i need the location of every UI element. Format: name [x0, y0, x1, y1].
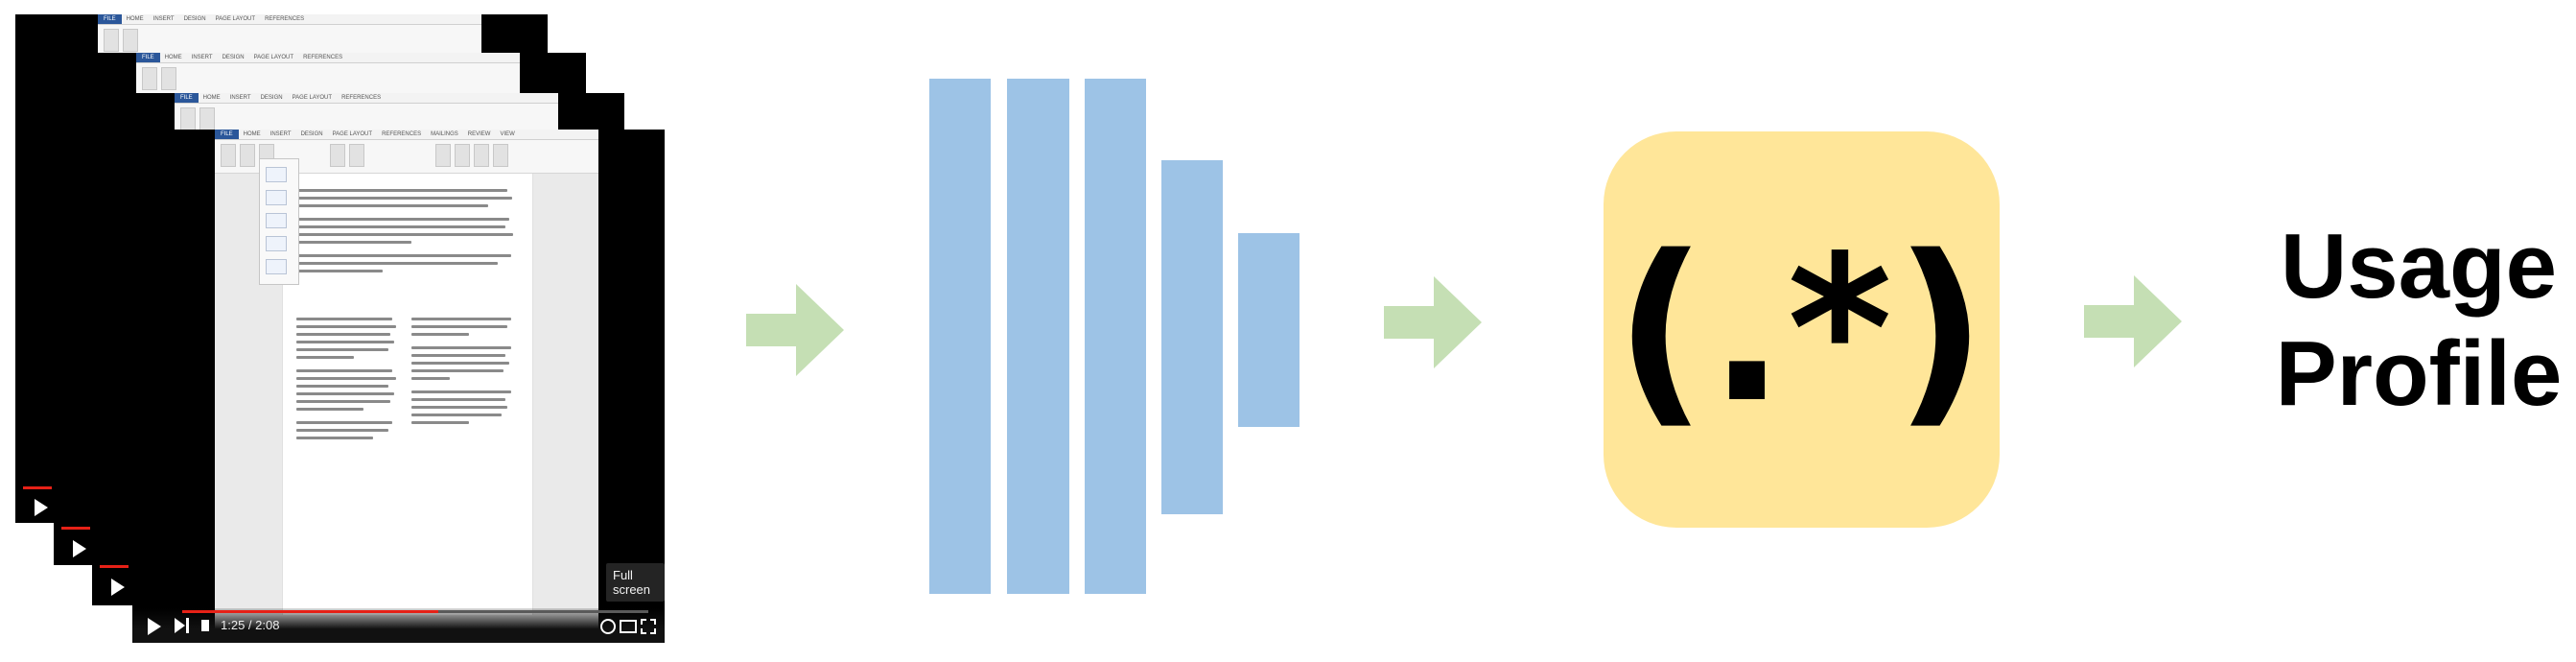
ribbon-body-2 — [136, 63, 520, 97]
arrow-icon — [746, 284, 844, 376]
network-layer — [1085, 79, 1146, 594]
ribbon-tab: REFERENCES — [303, 55, 343, 60]
fullscreen-icon[interactable] — [641, 619, 656, 634]
progress-bar-1 — [23, 486, 52, 489]
ribbon-tab: REFERENCES — [265, 16, 305, 22]
ribbon-tabs-4: FILE HOME INSERT DESIGN PAGE LAYOUT REFERENCE… — [215, 130, 598, 140]
ribbon-tab: HOME — [126, 16, 144, 22]
ribbon-tab: INSERT — [269, 131, 292, 137]
ribbon-tab: FILE — [98, 14, 122, 24]
regex-box: (.*) — [1604, 131, 2000, 528]
ribbon-tab: FILE — [215, 130, 239, 139]
ribbon-tab: PAGE LAYOUT — [253, 55, 294, 60]
play-icon[interactable] — [148, 618, 161, 635]
ribbon-tab: DESIGN — [222, 55, 245, 60]
play-icon[interactable] — [111, 579, 125, 596]
ribbon-tab: PAGE LAYOUT — [215, 16, 256, 22]
progress-bar-4[interactable] — [182, 610, 438, 613]
play-icon[interactable] — [73, 540, 86, 557]
ribbon-tab: FILE — [175, 93, 199, 103]
output-label-line1: Usage — [2280, 215, 2558, 318]
next-icon[interactable] — [175, 618, 185, 633]
next-icon-bar — [186, 618, 189, 633]
network-layer — [929, 79, 991, 594]
network-layer — [1161, 160, 1223, 514]
progress-bar-3 — [100, 565, 129, 568]
menu-item[interactable] — [266, 259, 287, 274]
output-label: Usage Profile — [2275, 213, 2563, 428]
ribbon-tab: REFERENCES — [382, 131, 422, 137]
word-window-4: FILE HOME INSERT DESIGN PAGE LAYOUT REFERENCE… — [215, 130, 598, 643]
document-page — [282, 174, 533, 615]
progress-bar-2 — [61, 527, 90, 530]
ribbon-tabs-2: FILE HOME INSERT DESIGN PAGE LAYOUT REFERENCE… — [136, 53, 520, 63]
regex-text: (.*) — [1614, 212, 1989, 447]
network-layer — [1238, 233, 1300, 427]
ribbon-tab: HOME — [164, 55, 182, 60]
play-icon[interactable] — [35, 499, 48, 516]
ribbon-tab: HOME — [202, 95, 221, 101]
ribbon-tab: MAILINGS — [431, 131, 458, 137]
ribbon-tab: DESIGN — [260, 95, 283, 101]
ribbon-tab: INSERT — [229, 95, 251, 101]
ribbon-tab: INSERT — [152, 16, 175, 22]
ribbon-tab: DESIGN — [183, 16, 206, 22]
columns-dropdown[interactable] — [259, 158, 299, 285]
ribbon-tab: VIEW — [500, 131, 515, 137]
volume-icon[interactable] — [201, 620, 209, 631]
fullscreen-tooltip: Full screen — [606, 563, 665, 602]
network-layer — [1007, 79, 1069, 594]
settings-icon[interactable] — [600, 619, 616, 634]
ribbon-tab: REFERENCES — [341, 95, 382, 101]
ribbon-tab: FILE — [136, 53, 160, 62]
ribbon-tabs-1: FILE HOME INSERT DESIGN PAGE LAYOUT REFERENCE… — [98, 14, 481, 25]
ribbon-tab: HOME — [243, 131, 261, 137]
time-display: 1:25 / 2:08 — [221, 618, 280, 632]
ribbon-tab: INSERT — [191, 55, 213, 60]
menu-item[interactable] — [266, 213, 287, 228]
arrow-icon — [2084, 275, 2182, 367]
arrow-icon — [1384, 276, 1482, 368]
menu-item[interactable] — [266, 167, 287, 182]
video-frame-4: FILE HOME INSERT DESIGN PAGE LAYOUT REFERENCE… — [132, 130, 665, 643]
ribbon-tab: REVIEW — [467, 131, 491, 137]
menu-item[interactable] — [266, 236, 287, 251]
theater-icon[interactable] — [620, 620, 637, 633]
menu-item[interactable] — [266, 190, 287, 205]
output-label-line2: Profile — [2275, 322, 2563, 425]
player-controls: 1:25 / 2:08 — [132, 608, 665, 643]
ribbon-tab: DESIGN — [300, 131, 323, 137]
ribbon-tab: PAGE LAYOUT — [332, 131, 373, 137]
ribbon-tab: PAGE LAYOUT — [292, 95, 333, 101]
